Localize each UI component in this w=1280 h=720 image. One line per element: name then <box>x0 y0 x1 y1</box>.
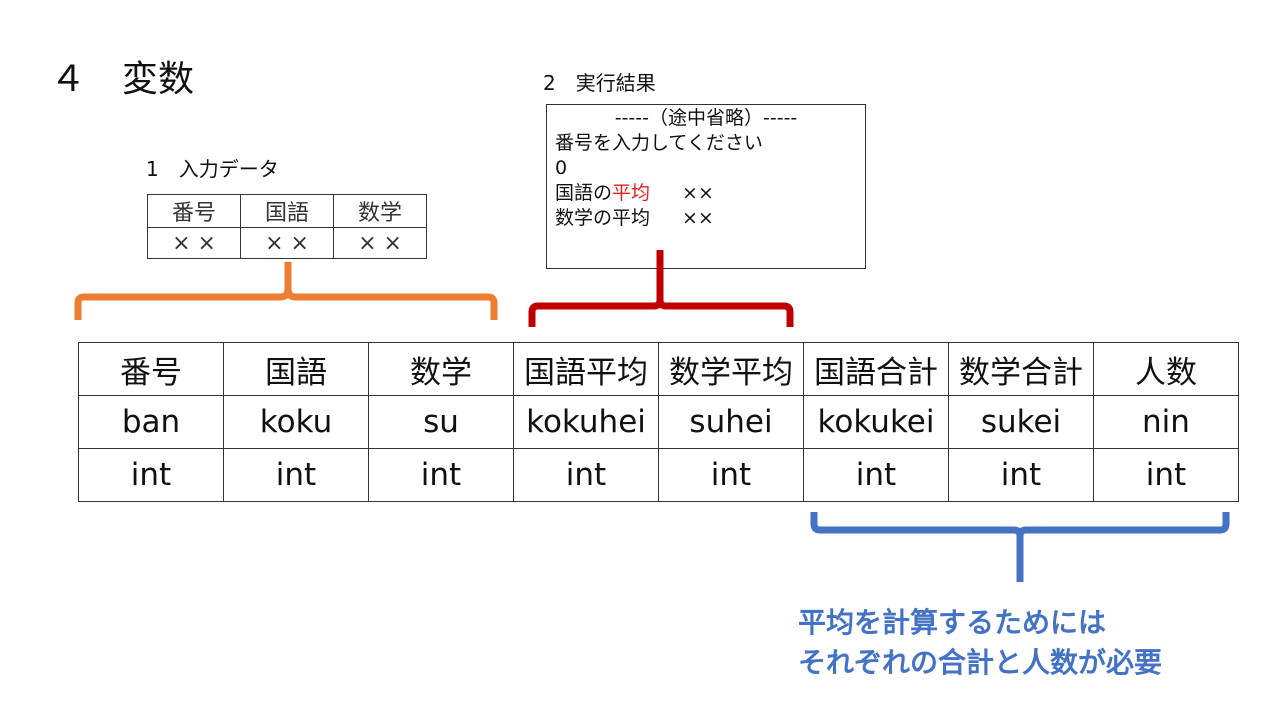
output-value: ×× <box>682 207 714 229</box>
table-row: ban koku su kokuhei suhei kokukei sukei … <box>78 395 1239 449</box>
note-line: 平均を計算するためには <box>798 606 1107 639</box>
table-cell: × × <box>240 227 334 259</box>
variable-name-cell: suhei <box>658 395 804 449</box>
input-data-heading: 1 入力データ <box>146 157 279 181</box>
output-line: -----（途中省略）----- <box>614 107 798 129</box>
result-output-box: -----（途中省略）----- 番号を入力してください 0 国語の平均 ×× 数… <box>546 104 866 269</box>
table-row: × × × × × × <box>147 227 427 259</box>
output-line: 番号を入力してください <box>555 132 763 154</box>
variable-name-cell: nin <box>1093 395 1239 449</box>
variable-type-cell: int <box>1093 448 1239 502</box>
variable-name-cell: koku <box>223 395 369 449</box>
blue-bracket <box>810 512 1230 582</box>
variable-type-cell: int <box>803 448 949 502</box>
table-row: int int int int int int int int <box>78 448 1239 502</box>
variable-name-cell: kokukei <box>803 395 949 449</box>
orange-bracket <box>74 262 498 320</box>
variable-type-cell: int <box>948 448 1094 502</box>
variable-type-cell: int <box>658 448 804 502</box>
table-row: 番号 国語 数学 <box>147 194 427 228</box>
variable-type-cell: int <box>513 448 659 502</box>
variable-name-cell: su <box>368 395 514 449</box>
slide-title: ４ 変数 <box>50 59 195 100</box>
variable-name-cell: ban <box>78 395 224 449</box>
red-bracket <box>528 250 794 327</box>
table-cell: × × <box>333 227 427 259</box>
output-line: 国語の平均 ×× <box>555 181 857 206</box>
table-row: 番号 国語 数学 国語平均 数学平均 国語合計 数学合計 人数 <box>78 342 1239 396</box>
explanation-note: 平均を計算するためには それぞれの合計と人数が必要 <box>798 603 1162 683</box>
result-heading: 2 実行結果 <box>543 71 656 95</box>
input-data-table: 番号 国語 数学 × × × × × × <box>147 194 427 259</box>
variable-type-cell: int <box>223 448 369 502</box>
output-line: 数学の平均 ×× <box>555 206 857 231</box>
variable-label-cell: 数学平均 <box>658 342 804 396</box>
variable-type-cell: int <box>78 448 224 502</box>
variable-label-cell: 国語合計 <box>803 342 949 396</box>
output-line: 0 <box>555 157 568 179</box>
variable-name-cell: sukei <box>948 395 1094 449</box>
output-value: ×× <box>682 182 714 204</box>
output-label: 国語の <box>555 182 613 204</box>
variable-label-cell: 数学合計 <box>948 342 1094 396</box>
note-line: それぞれの合計と人数が必要 <box>798 646 1163 679</box>
variables-table: 番号 国語 数学 国語平均 数学平均 国語合計 数学合計 人数 ban koku… <box>78 342 1239 502</box>
variable-type-cell: int <box>368 448 514 502</box>
variable-label-cell: 数学 <box>368 342 514 396</box>
variable-label-cell: 国語平均 <box>513 342 659 396</box>
output-label: 数学の平均 <box>555 207 651 229</box>
table-cell: 国語 <box>240 194 334 228</box>
table-cell: × × <box>147 227 241 259</box>
variable-name-cell: kokuhei <box>513 395 659 449</box>
variable-label-cell: 番号 <box>78 342 224 396</box>
variable-label-cell: 国語 <box>223 342 369 396</box>
variable-label-cell: 人数 <box>1093 342 1239 396</box>
highlight-text: 平均 <box>612 182 651 204</box>
